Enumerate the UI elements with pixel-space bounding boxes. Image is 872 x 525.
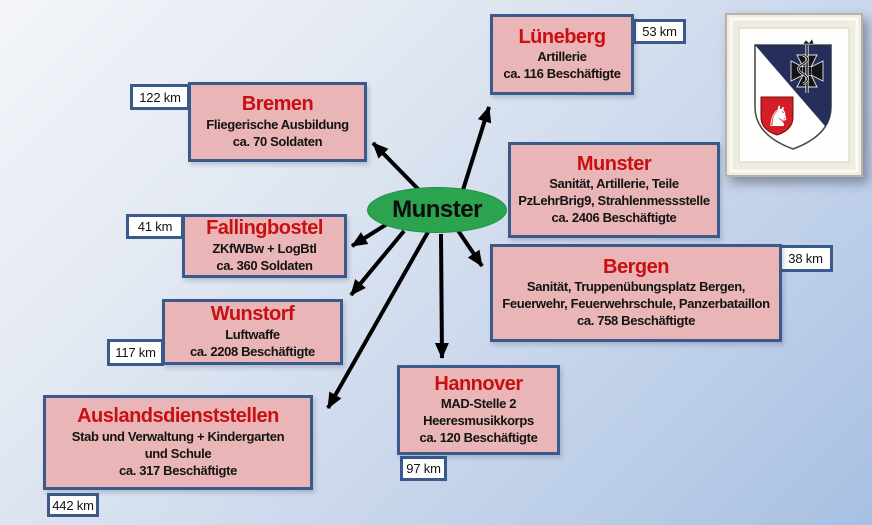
site-title: Bergen	[603, 255, 669, 278]
arrow-to-bergen	[455, 227, 484, 268]
site-box-bergen: Bergen Sanität, Truppenübungsplatz Berge…	[490, 244, 782, 342]
arrow-to-lueneberg	[460, 106, 492, 194]
site-line: Feuerwehr, Feuerwehrschule, Panzerbatail…	[502, 296, 770, 312]
site-box-auslandsdienststellen: Auslandsdienststellen Stab und Verwaltun…	[43, 395, 313, 490]
aesculapius-staff-icon	[797, 38, 815, 93]
site-title: Fallingbostel	[206, 217, 323, 240]
site-title: Bremen	[241, 93, 314, 116]
distance-badge-bergen: 38 km	[778, 245, 833, 272]
site-box-hannover: Hannover MAD-Stelle 2 Heeresmusikkorps c…	[397, 365, 560, 455]
distance-badge-auslandsdienststellen: 442 km	[47, 493, 99, 517]
site-title: Wunstorf	[210, 303, 295, 326]
site-box-bremen: Bremen Fliegerische Ausbildung ca. 70 So…	[188, 82, 367, 162]
site-line: Luftwaffe	[225, 326, 280, 342]
site-line: ca. 360 Soldaten	[216, 257, 313, 273]
site-line: MAD-Stelle 2	[440, 396, 517, 412]
site-line: ca. 120 Beschäftigte	[419, 430, 538, 446]
site-title: Hannover	[434, 372, 523, 395]
site-line: Stab und Verwaltung + Kindergarten	[71, 428, 285, 444]
site-title: Auslandsdienststellen	[77, 405, 279, 428]
site-title: Lüneberg	[518, 25, 606, 48]
site-line: ca. 758 Beschäftigte	[576, 313, 695, 329]
arrow-to-fallingbostel	[350, 222, 389, 248]
hub-label: Munster	[392, 196, 482, 223]
site-line: Artillerie	[537, 49, 587, 65]
arrow-to-wunstorf	[349, 229, 406, 297]
site-box-fallingbostel: Fallingbostel ZKfWBw + LogBtl ca. 360 So…	[182, 214, 347, 278]
distance-badge-hannover: 97 km	[400, 456, 447, 481]
site-line: ca. 317 Beschäftigte	[118, 462, 237, 478]
arrow-to-bremen	[371, 141, 422, 193]
site-line: ca. 2406 Beschäftigte	[551, 210, 677, 226]
saxon-steed-icon: ♞	[760, 96, 794, 136]
hub-ellipse-munster: Munster	[367, 187, 507, 233]
site-line: ZKfWBw + LogBtl	[212, 240, 317, 256]
site-title: Munster	[576, 152, 652, 175]
site-line: Sanität, Artillerie, Teile	[549, 176, 679, 192]
distance-badge-fallingbostel: 41 km	[126, 214, 184, 239]
site-box-munster: Munster Sanität, Artillerie, Teile PzLeh…	[508, 142, 720, 238]
site-line: PzLehrBrig9, Strahlenmessstelle	[518, 193, 710, 209]
distance-badge-bremen: 122 km	[130, 84, 190, 110]
site-box-lueneberg: Lüneberg Artillerie ca. 116 Beschäftigte	[490, 14, 634, 95]
site-line: Heeresmusikkorps	[423, 413, 534, 429]
site-line: ca. 116 Beschäftigte	[503, 66, 621, 82]
site-line: ca. 2208 Beschäftigte	[190, 343, 315, 359]
site-line: Sanität, Truppenübungsplatz Bergen,	[526, 279, 746, 295]
iron-cross-icon	[790, 54, 824, 88]
site-line: ca. 70 Soldaten	[232, 133, 323, 149]
unit-crest: ♞	[725, 13, 863, 177]
unit-crest-image: ♞	[725, 13, 863, 177]
distance-badge-lueneberg: 53 km	[633, 19, 686, 44]
site-box-wunstorf: Wunstorf Luftwaffe ca. 2208 Beschäftigte	[162, 299, 343, 365]
site-line: und Schule	[144, 445, 212, 461]
distance-badge-wunstorf: 117 km	[107, 339, 164, 366]
site-line: Fliegerische Ausbildung	[206, 116, 349, 132]
svg-text:♞: ♞	[766, 100, 791, 133]
arrow-to-hannover	[434, 233, 449, 359]
